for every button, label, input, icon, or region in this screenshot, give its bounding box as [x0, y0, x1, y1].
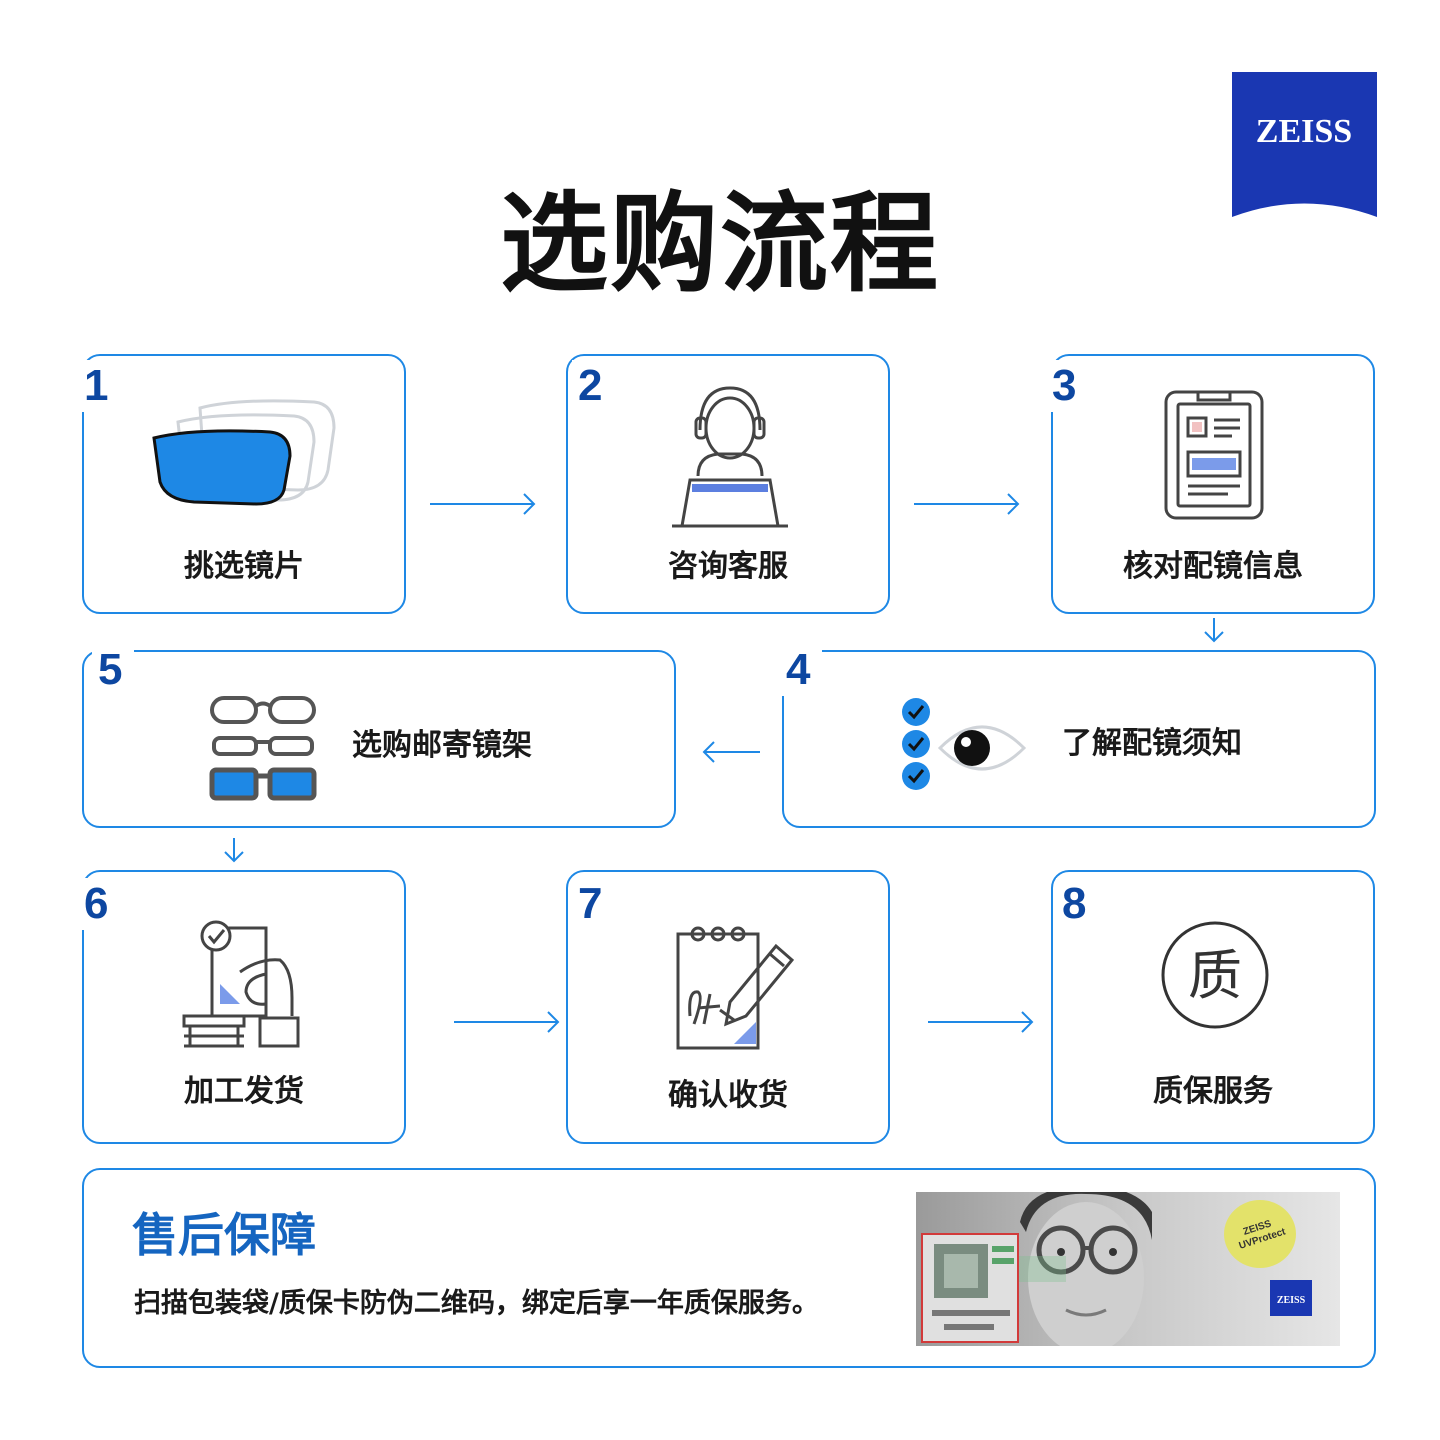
step-number-4: 4 [780, 644, 823, 696]
step-label-6: 加工发货 [184, 1074, 304, 1109]
step-label-8: 质保服务 [1153, 1074, 1273, 1109]
glasses-frames-icon [209, 696, 317, 801]
step-number-3: 3 [1046, 360, 1089, 412]
step-number-7: 7 [572, 878, 615, 930]
step-label-5: 选购邮寄镜架 [352, 728, 532, 763]
step-number-2: 2 [572, 360, 615, 412]
lens-icon [152, 399, 336, 506]
step-label-7: 确认收货 [668, 1078, 788, 1113]
step-card-6 [82, 870, 406, 1144]
step-number-1: 1 [78, 360, 121, 412]
aftersale-text: 扫描包装袋/质保卡防伪二维码，绑定后享一年质保服务。 [134, 1288, 819, 1319]
eye-checklist-icon [902, 698, 1027, 790]
aftersale-title: 售后保障 [132, 1208, 316, 1262]
check-bullet-icon [902, 730, 930, 758]
zeiss-logo-text: ZEISS [1256, 113, 1352, 150]
signature-icon [676, 926, 795, 1050]
arrow-right-icon [928, 1011, 1034, 1033]
zeiss-logo: ZEISS [1232, 72, 1377, 217]
arrow-right-icon [914, 493, 1020, 515]
step-number-8: 8 [1056, 878, 1099, 930]
arrow-right-icon [454, 1011, 560, 1033]
quality-icon-text: 质 [1188, 944, 1242, 1007]
step-number-5: 5 [92, 644, 135, 696]
arrow-down-icon [224, 838, 244, 863]
step-card-4 [782, 650, 1376, 828]
product-packaging-photo: ZEISS UVProtect ZEISS [916, 1192, 1340, 1346]
step-label-3: 核对配镜信息 [1123, 549, 1303, 584]
step-label-1: 挑选镜片 [184, 549, 304, 584]
arrow-left-icon [702, 741, 760, 763]
step-label-2: 咨询客服 [668, 549, 788, 584]
arrow-down-icon [1204, 618, 1224, 643]
arrow-right-icon [430, 493, 536, 515]
customer-service-icon [672, 386, 788, 528]
document-icon [1164, 390, 1264, 520]
page-title: 选购流程 [499, 182, 940, 307]
delivery-icon [182, 920, 300, 1048]
check-bullet-icon [902, 698, 930, 726]
step-number-6: 6 [78, 878, 121, 930]
quality-icon: 质 [1161, 921, 1269, 1029]
step-label-4: 了解配镜须知 [1062, 726, 1242, 761]
step-card-3 [1051, 354, 1375, 614]
step-card-5 [82, 650, 676, 828]
packaging-logo-text: ZEISS [1277, 1295, 1306, 1306]
check-bullet-icon [902, 762, 930, 790]
